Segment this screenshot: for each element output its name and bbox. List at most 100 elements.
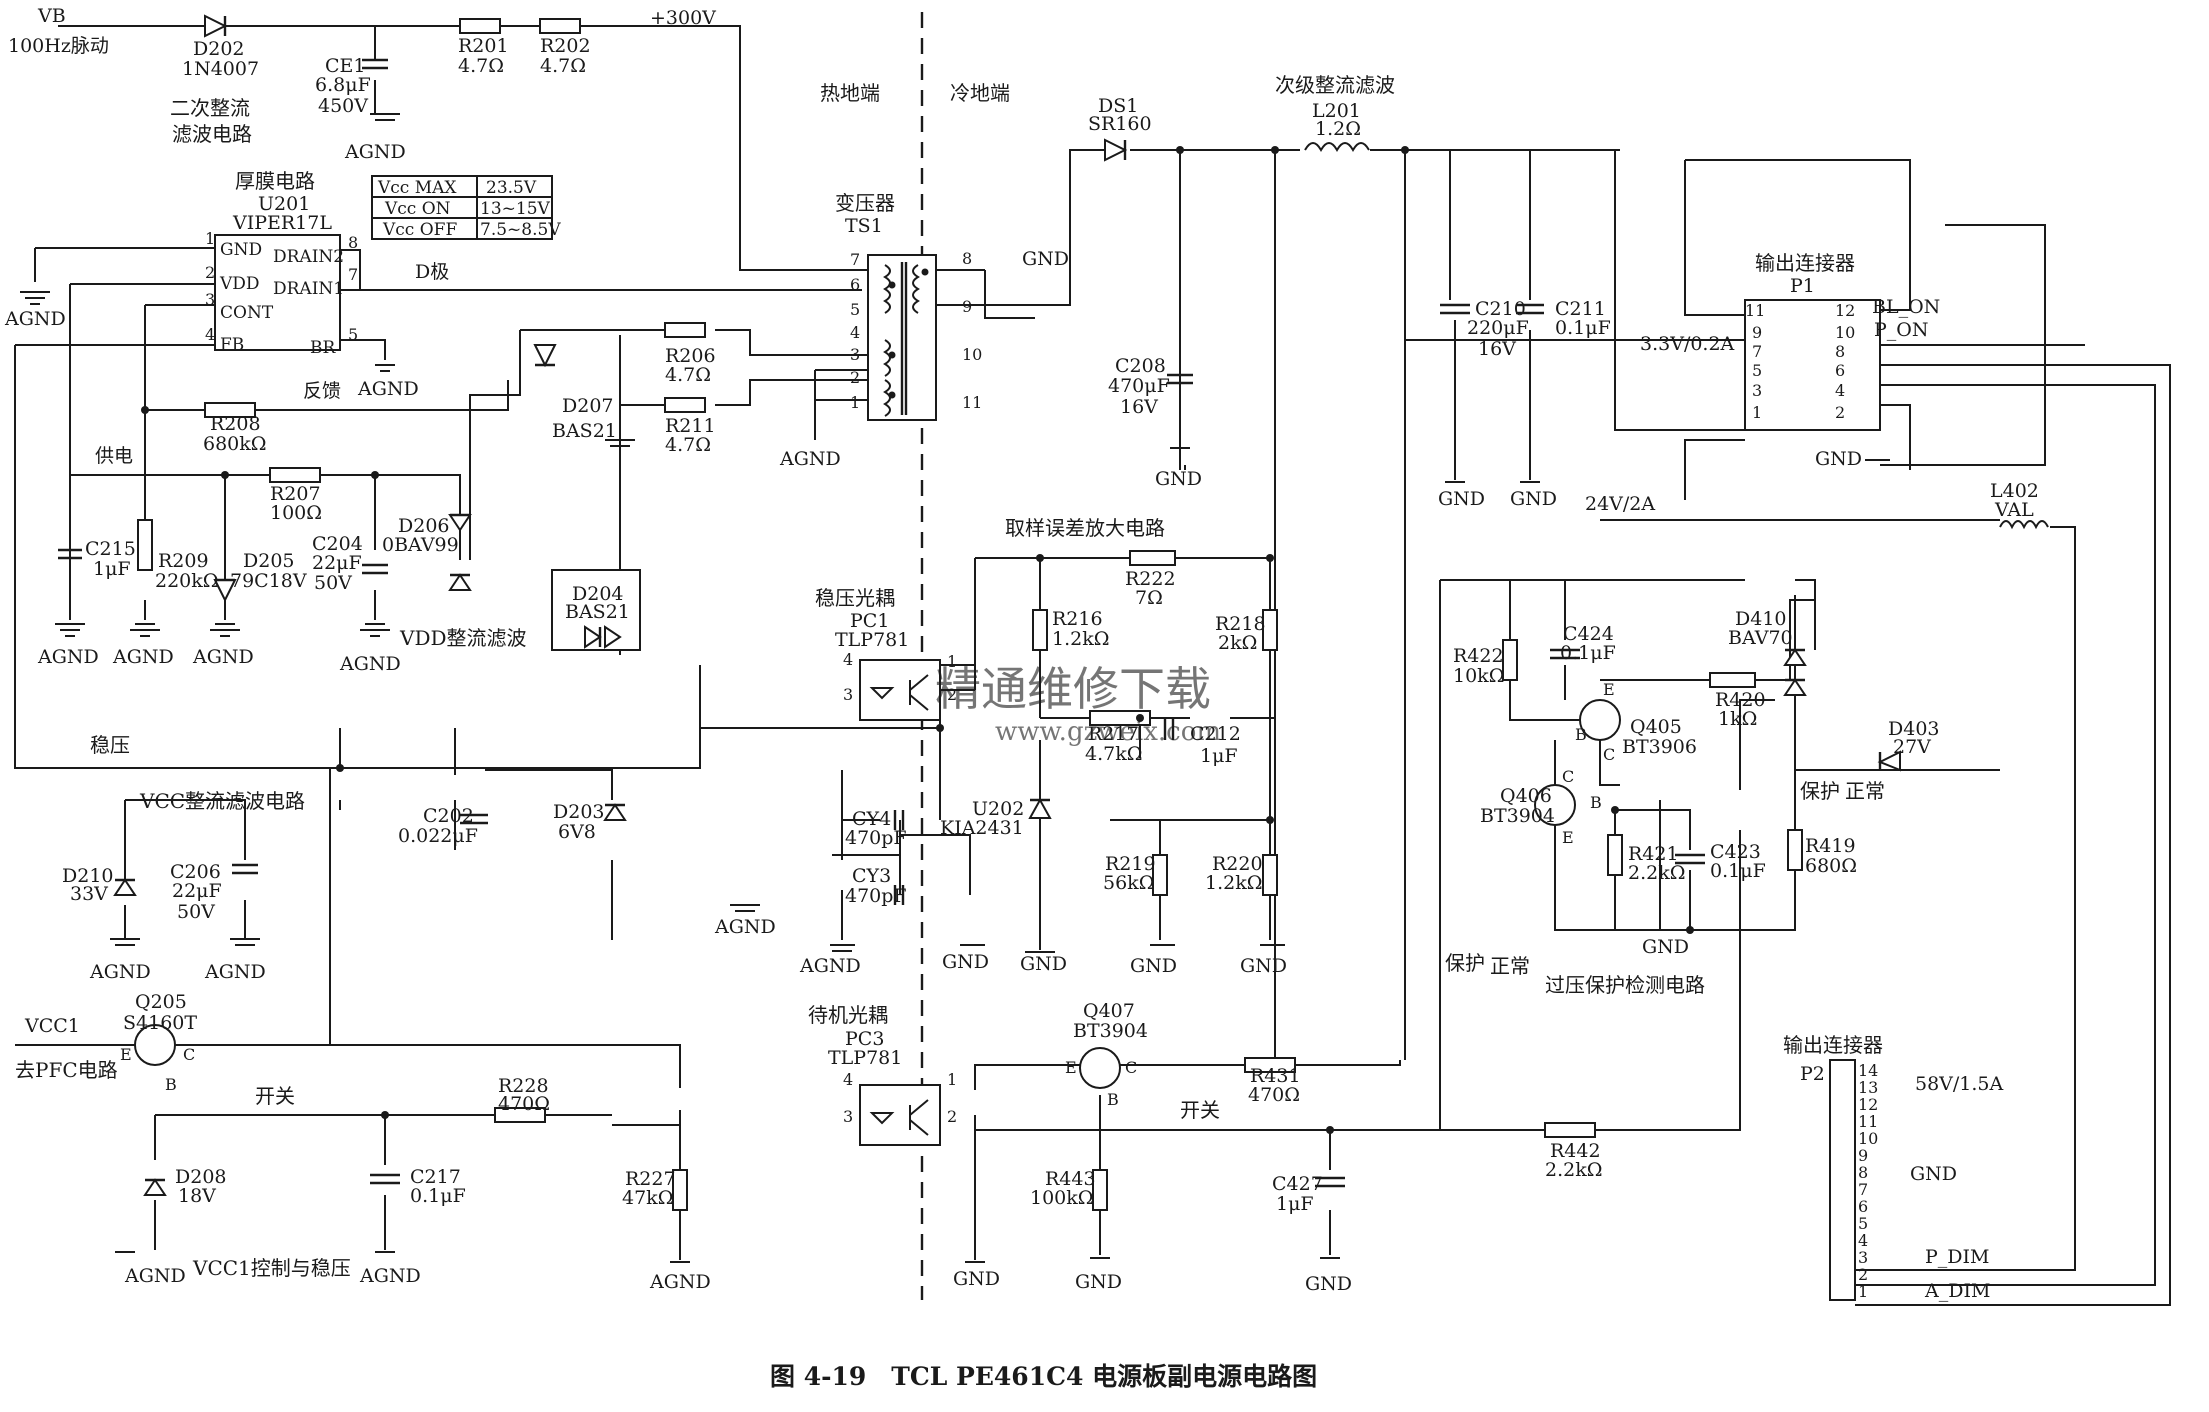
net-v33: 3.3V/0.2A xyxy=(1640,333,1735,355)
label-regulate: 稳压 xyxy=(90,733,130,757)
c212-val: 1μF xyxy=(1200,745,1238,767)
ic-num-8: 8 xyxy=(348,233,358,252)
ts1-pin2: 2 xyxy=(850,368,860,387)
r217-val: 4.7kΩ xyxy=(1085,743,1142,765)
q407-c: C xyxy=(1125,1058,1137,1077)
p1-r2: 2 xyxy=(1835,403,1845,422)
r443-val: 100kΩ xyxy=(1030,1187,1094,1209)
pc1-pin2: 2 xyxy=(947,685,957,704)
vcc-on-val: 13~15V xyxy=(480,199,551,219)
q406-c: C xyxy=(1562,767,1574,786)
ic-pin-br: BR xyxy=(310,338,336,358)
watermark: 精通维修下载 www.gzweix.com xyxy=(935,662,1221,747)
ce1-volt: 450V xyxy=(318,95,368,117)
q205-e: E xyxy=(120,1045,132,1064)
vcc-off-val: 7.5~8.5V xyxy=(480,220,561,240)
section-secondary-filter: 次级整流滤波 xyxy=(1275,73,1395,97)
cy3-val: 470pF xyxy=(845,885,907,907)
agnd-c217: AGND xyxy=(359,1265,421,1287)
ic-pin-vdd: VDD xyxy=(219,274,260,294)
d202-val: 1N4007 xyxy=(182,58,259,80)
pc1-ref: PC1 xyxy=(850,610,889,632)
ic-num-3: 3 xyxy=(205,290,215,309)
p1-l9: 9 xyxy=(1752,323,1762,342)
net-vb: VB xyxy=(37,5,66,27)
c208-ref: C208 xyxy=(1115,355,1166,377)
gnd-cy: GND xyxy=(942,951,989,973)
label-protect2: 保护 xyxy=(1445,951,1485,975)
label-drain: D极 xyxy=(415,261,449,283)
r420-val: 1kΩ xyxy=(1718,708,1757,730)
c211-ref: C211 xyxy=(1555,298,1606,320)
r208-val: 680kΩ xyxy=(203,433,267,455)
r218-ref: R218 xyxy=(1215,613,1266,635)
agnd-cy3: AGND xyxy=(799,955,861,977)
label-normal2: 正常 xyxy=(1490,954,1530,978)
r431-ref: R431 xyxy=(1250,1065,1301,1087)
q405-b: B xyxy=(1575,725,1587,744)
pc1-pin1: 1 xyxy=(947,652,957,671)
gnd-c211: GND xyxy=(1510,488,1557,510)
d206-ref: D206 xyxy=(398,515,450,537)
c210-ref: C210 xyxy=(1475,298,1526,320)
c212-ref: C212 xyxy=(1190,723,1241,745)
d204-ref: D204 xyxy=(572,583,624,605)
r443-ref: R443 xyxy=(1045,1168,1096,1190)
figure-caption: 图 4-19 TCL PE461C4 电源板副电源电路图 xyxy=(770,1362,1317,1391)
pc1-title: 稳压光耦 xyxy=(815,586,895,610)
ts1-pin3: 3 xyxy=(850,345,860,364)
section-sampling: 取样误差放大电路 xyxy=(1005,516,1165,540)
l402-ref: L402 xyxy=(1990,480,2039,502)
r208-ref: R208 xyxy=(210,413,261,435)
c204-volt: 50V xyxy=(314,572,352,594)
pc3-pin2: 2 xyxy=(947,1107,957,1126)
watermark-main: 精通维修下载 xyxy=(935,662,1211,716)
ic-u201-body xyxy=(214,234,341,351)
l402-val: VAL xyxy=(1994,499,2034,521)
c215-val: 1μF xyxy=(93,558,131,580)
ts1-pin5: 5 xyxy=(850,300,860,319)
r419-val: 680Ω xyxy=(1805,855,1857,877)
q407-e: E xyxy=(1065,1058,1077,1077)
q406-e: E xyxy=(1562,828,1574,847)
p1-r4: 4 xyxy=(1835,381,1845,400)
section-ovp: 过压保护检测电路 xyxy=(1545,973,1705,997)
r216-val: 1.2kΩ xyxy=(1052,628,1109,650)
q406-b: B xyxy=(1590,793,1602,812)
r202-ref: R202 xyxy=(540,35,591,57)
ts1-pin6: 6 xyxy=(850,275,860,294)
r227-val: 47kΩ xyxy=(622,1187,673,1209)
r220-ref: R220 xyxy=(1212,853,1263,875)
r442-val: 2.2kΩ xyxy=(1545,1159,1602,1181)
opto-pc1-body xyxy=(859,659,941,721)
gnd-r443: GND xyxy=(1075,1271,1122,1293)
p2-8: 8 xyxy=(1858,1163,1868,1182)
r222-ref: R222 xyxy=(1125,568,1176,590)
d206-val: 0BAV99 xyxy=(382,534,459,556)
gnd-pc3: GND xyxy=(953,1268,1000,1290)
q205-part: S4160T xyxy=(123,1012,197,1034)
r219-ref: R219 xyxy=(1105,853,1156,875)
label-feedback: 反馈 xyxy=(303,380,341,402)
ic-num-2: 2 xyxy=(205,263,215,282)
ic-num-7: 7 xyxy=(348,265,358,284)
pc3-part: TLP781 xyxy=(828,1047,902,1069)
r419-ref: R419 xyxy=(1805,835,1856,857)
c206-volt: 50V xyxy=(177,901,215,923)
q407-ref: Q407 xyxy=(1083,1000,1135,1022)
p2-5: 5 xyxy=(1858,1214,1868,1233)
c424-val: 0.1μF xyxy=(1560,642,1616,664)
c204-ref: C204 xyxy=(312,533,363,555)
p2-9: 9 xyxy=(1858,1146,1868,1165)
component-bodies xyxy=(20,14,2049,1301)
transformer xyxy=(867,254,937,421)
ts1-ref: TS1 xyxy=(845,215,883,237)
agnd-r209: AGND xyxy=(112,646,174,668)
r211-val: 4.7Ω xyxy=(665,434,711,456)
net-v58: 58V/1.5A xyxy=(1915,1073,2004,1095)
net-p-on: P_ON xyxy=(1874,319,1929,341)
r222-val: 7Ω xyxy=(1135,587,1163,609)
section-vcc1-ctrl: VCC1控制与稳压 xyxy=(192,1256,351,1280)
vcc-max-val: 23.5V xyxy=(486,178,537,198)
